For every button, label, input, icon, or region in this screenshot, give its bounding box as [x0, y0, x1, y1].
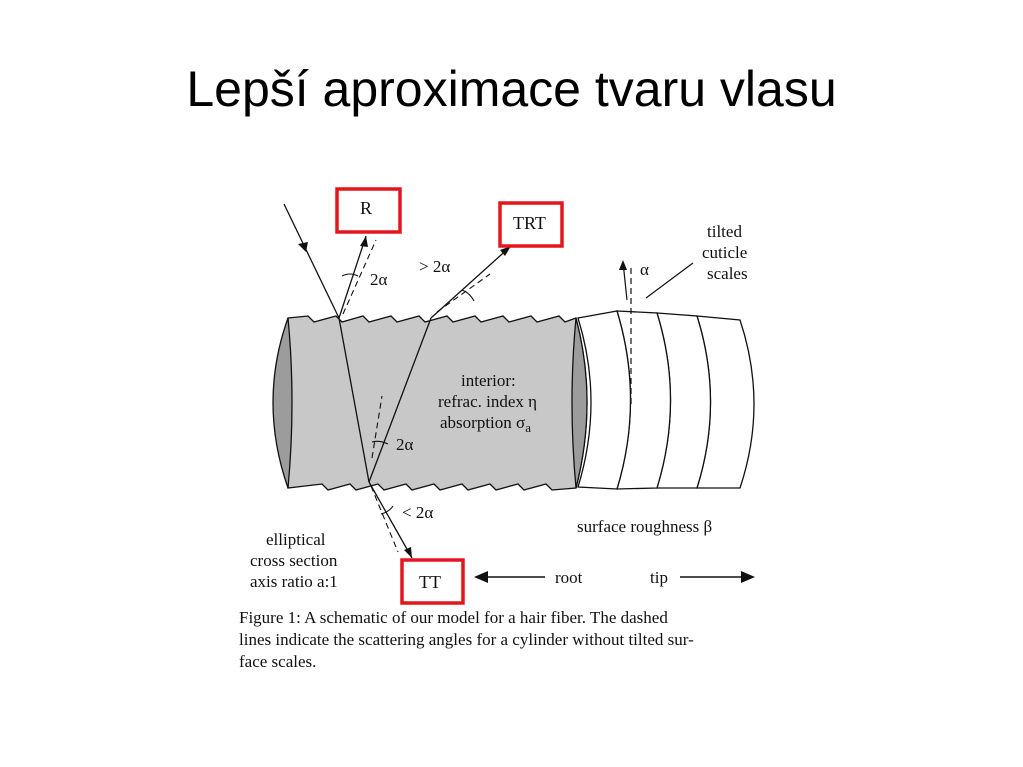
internal-ray-down [338, 317, 370, 483]
label-alpha: α [640, 260, 649, 279]
root-arrow-head [474, 571, 488, 583]
label-interior-3: absorption σa [440, 413, 531, 435]
label-tt: TT [419, 572, 441, 592]
label-interior-2: refrac. index η [438, 392, 537, 411]
fiber-right-end [571, 317, 588, 489]
tt-arrow-head [404, 547, 412, 558]
label-angle-gt-2a: > 2α [419, 257, 450, 276]
trt-internal-ray [368, 317, 432, 483]
label-interior-1: interior: [461, 371, 516, 390]
label-tip: tip [650, 568, 668, 587]
cuticle-scales [577, 310, 755, 490]
label-root: root [555, 568, 583, 587]
label-r: R [360, 198, 372, 218]
tilted-arrow-head [619, 260, 627, 270]
tt-highlight-box [400, 558, 465, 605]
label-tilted-1: tilted [707, 222, 742, 241]
ray-paths [283, 203, 512, 559]
trt-highlight-box [498, 201, 564, 248]
slide-title: Lepší aproximace tvaru vlasu [186, 61, 837, 117]
caption-line-1: Figure 1: A schematic of our model for a… [239, 608, 668, 627]
cuticle-scale-1 [577, 310, 632, 490]
label-tilted-2: cuticle [702, 243, 747, 262]
label-angle-2a-mid: 2α [396, 435, 414, 454]
label-interior-3-main: absorption σ [440, 413, 525, 432]
caption-line-2: lines indicate the scattering angles for… [239, 630, 694, 649]
label-interior-3-sub: a [525, 420, 531, 435]
label-elliptical-3: axis ratio a:1 [250, 572, 338, 591]
label-trt: TRT [513, 213, 546, 233]
figure-caption: Figure 1: A schematic of our model for a… [239, 607, 789, 673]
r-arrow-head [360, 236, 368, 247]
tip-arrow-head [741, 571, 755, 583]
label-angle-lt-2a: < 2α [402, 503, 433, 522]
label-surface-roughness: surface roughness β [577, 517, 712, 536]
label-angle-2a-top: 2α [370, 270, 388, 289]
dashed-reference-lines [342, 239, 491, 553]
r-highlight-box [335, 187, 402, 234]
incident-arrow-head [298, 242, 308, 252]
label-elliptical-2: cross section [250, 551, 338, 570]
r-reflected-ray [338, 235, 367, 319]
fiber-left-end [272, 317, 293, 489]
tilted-callout [645, 262, 694, 299]
trt-exit-ray [430, 245, 512, 319]
label-tilted-3: scales [707, 264, 748, 283]
trt-arrow-head [500, 246, 511, 256]
tt-exit-ray [368, 481, 413, 559]
label-elliptical-1: elliptical [266, 530, 326, 549]
incident-ray [283, 203, 340, 319]
angle-arcs [341, 273, 475, 515]
caption-line-3: face scales. [239, 652, 317, 671]
